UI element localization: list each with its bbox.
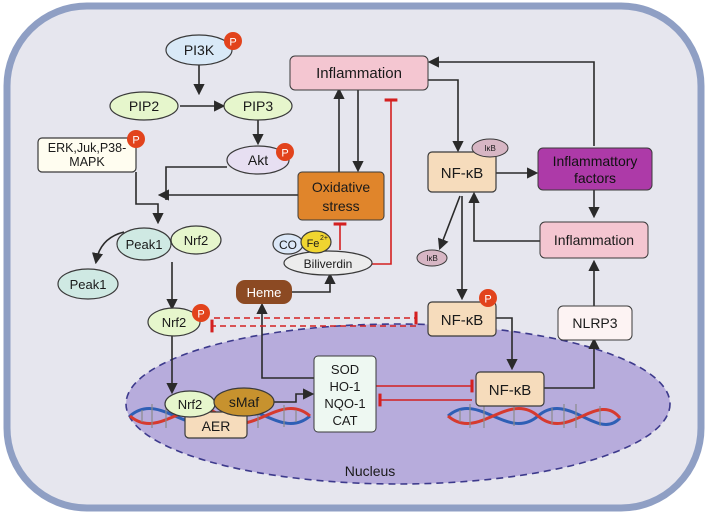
arrow-inflammation-right-nfkb: [468, 191, 540, 242]
arrow-antioxidants-heme: [256, 302, 314, 379]
aer-label: AER: [202, 418, 231, 434]
arrow-nfkb-nuclear: [496, 317, 518, 371]
svg-text:P: P: [132, 135, 139, 147]
pip2-label: PIP2: [129, 98, 160, 114]
fe-label: Fe: [307, 238, 320, 250]
svg-text:P: P: [484, 294, 491, 306]
nfkb-top-label: NF-κB: [441, 165, 484, 182]
arrow-akt-complex: [165, 166, 227, 200]
ikb-bound-label: IκB: [484, 144, 496, 153]
node-pip2: PIP2: [109, 91, 179, 121]
svg-text:P: P: [281, 148, 288, 160]
node-inflammation-top: Inflammation: [289, 55, 429, 91]
ikb-released-label: IκB: [426, 254, 438, 263]
phospho-badge-pi3k: P: [224, 32, 242, 50]
fe-charge-label: 2+: [320, 235, 328, 242]
node-nfkb-nuclear: NF-κB: [475, 371, 545, 407]
node-biliverdin-group: CO Fe 2+ Biliverdin: [272, 230, 373, 276]
phospho-badge-nfkb: P: [479, 289, 497, 307]
pi3k-label: PI3K: [184, 42, 215, 58]
akt-label: Akt: [248, 152, 268, 168]
node-ikb-bound: IκB: [471, 138, 509, 158]
node-nfkb-cytoplasm: NF-κB: [427, 151, 497, 193]
oxidative-label-line2: stress: [322, 198, 359, 214]
node-peak1-free: Peak1: [57, 268, 119, 300]
node-inflammation-right: Inflammation: [539, 221, 649, 259]
antioxidant-cat: CAT: [332, 413, 357, 428]
inhibit-biliverdin-inflammation: [372, 98, 398, 265]
biliverdin-label: Biliverdin: [304, 257, 353, 271]
factors-label-line1: Inflammattory: [553, 153, 638, 169]
arrow-erk-complex: [135, 172, 164, 225]
dna-helix-right: [447, 404, 622, 428]
factors-label-line2: factors: [574, 170, 616, 186]
node-pi3k: PI3K: [165, 34, 233, 66]
phospho-badge-erk: P: [127, 130, 145, 148]
co-label: CO: [279, 238, 297, 252]
node-heme: Heme: [236, 280, 292, 304]
nlrp3-label: NLRP3: [572, 315, 617, 331]
arrow-nfkb-ikb: [437, 195, 461, 251]
arrow-nfkb-nlrp3: [544, 337, 600, 389]
node-erk-mapk: ERK,Juk,P38- MAPK: [37, 137, 137, 173]
nfkb-phospho-label: NF-κB: [441, 312, 484, 329]
arrow-inflammation-nfkb: [428, 79, 464, 153]
peak1-free-label: Peak1: [70, 277, 107, 292]
node-oxidative-stress: Oxidative stress: [297, 171, 385, 221]
nucleus-label: Nucleus: [345, 463, 396, 479]
node-peak1-nrf2-complex: Peak1 Nrf2: [116, 225, 222, 261]
complex-peak1-label: Peak1: [126, 237, 163, 252]
node-nrf2-phospho: Nrf2: [147, 307, 201, 337]
antioxidant-sod: SOD: [331, 362, 359, 377]
node-nfkb-phospho: NF-κB: [427, 301, 497, 337]
svg-text:P: P: [229, 37, 236, 49]
arrow-aer-antioxidants: [274, 388, 315, 403]
node-nrf2-smaf-aer: Nrf2 sMaf AER: [164, 387, 275, 439]
oxidative-label-line1: Oxidative: [312, 179, 371, 195]
pip3-label: PIP3: [243, 98, 274, 114]
inflammation-right-label: Inflammation: [554, 232, 634, 248]
node-inflammatory-factors: Inflammattory factors: [537, 147, 653, 191]
nrf2-nuclear-label: Nrf2: [178, 397, 203, 412]
arrow-complex-peak1: [91, 231, 125, 265]
nrf2-phospho-label: Nrf2: [162, 315, 187, 330]
inflammation-top-label: Inflammation: [316, 65, 402, 82]
erk-label-line1: ERK,Juk,P38-: [48, 141, 127, 155]
antioxidant-nqo1: NQO-1: [324, 396, 365, 411]
arrow-factors-inflammation: [427, 56, 595, 146]
phospho-badge-akt: P: [276, 143, 294, 161]
svg-text:P: P: [197, 309, 204, 321]
nfkb-nuclear-label: NF-κB: [489, 382, 532, 399]
antioxidant-ho1: HO-1: [329, 379, 360, 394]
node-antioxidant-genes: SOD HO-1 NQO-1 CAT: [313, 355, 377, 433]
erk-label-line2: MAPK: [69, 155, 105, 169]
phospho-badge-nrf2: P: [192, 304, 210, 322]
arrow-heme-biliverdin: [292, 272, 336, 293]
node-ikb-released: IκB: [416, 249, 448, 267]
node-nlrp3: NLRP3: [557, 305, 633, 341]
smaf-label: sMaf: [229, 394, 259, 410]
complex-nrf2-label: Nrf2: [184, 233, 209, 248]
node-pip3: PIP3: [223, 91, 293, 121]
heme-label: Heme: [247, 285, 282, 300]
